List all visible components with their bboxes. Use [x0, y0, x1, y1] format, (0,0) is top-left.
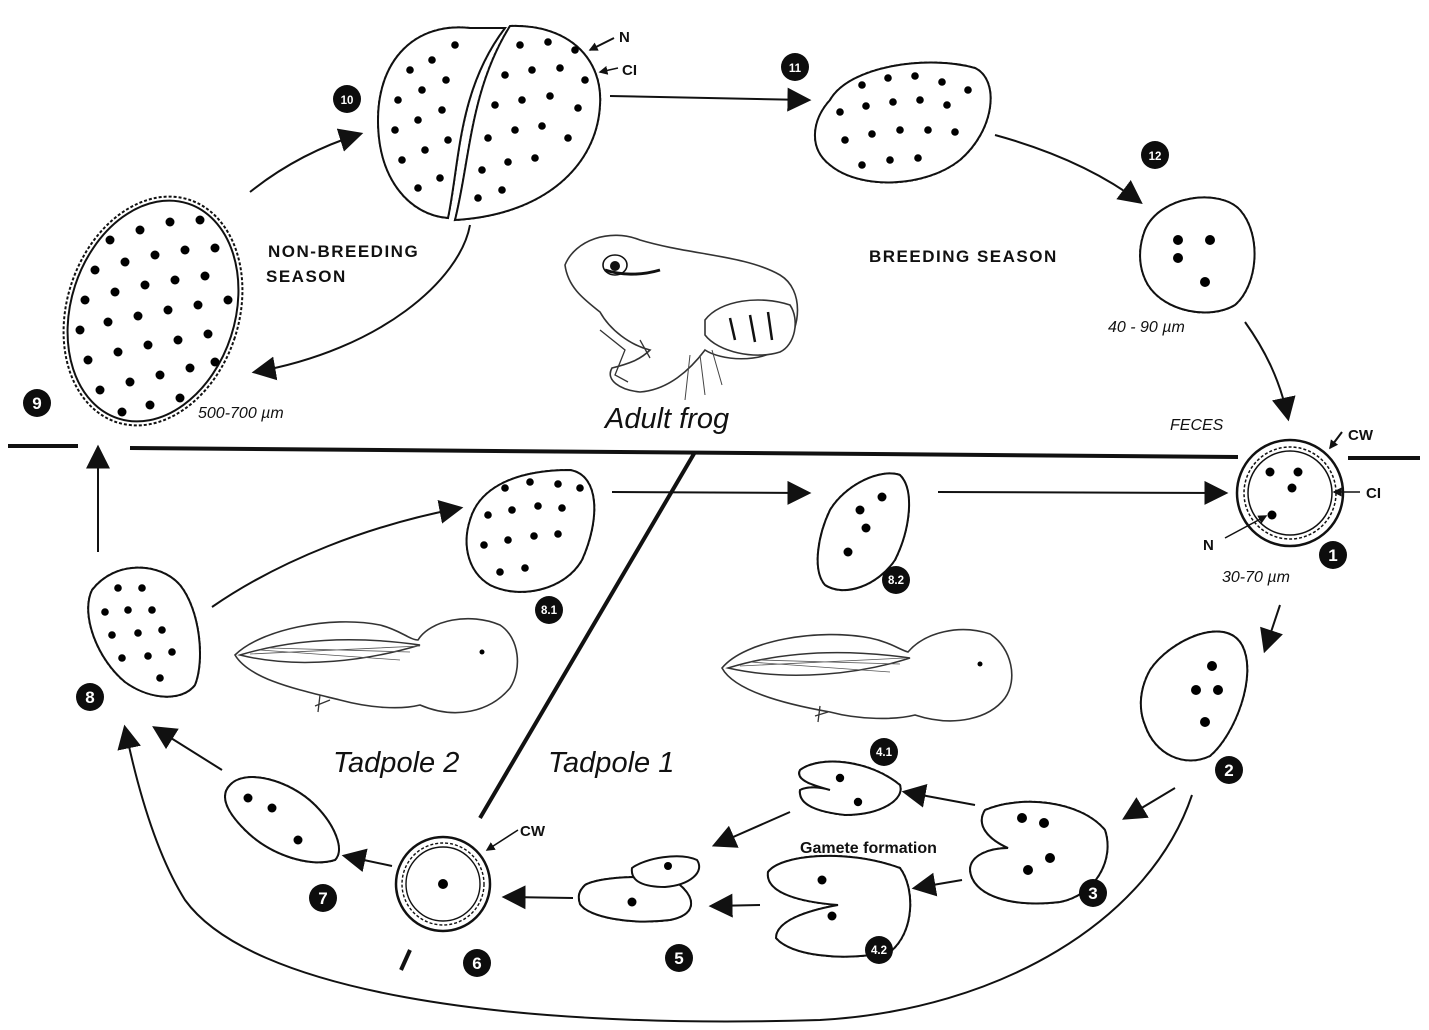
svg-text:8.1: 8.1: [541, 605, 558, 617]
badge-7: 7: [309, 884, 337, 912]
ci-label-top: CI: [622, 62, 637, 79]
arrow-3-to-4-1: [905, 792, 975, 805]
arrow-8-2-to-1: [938, 492, 1225, 493]
svg-text:9: 9: [32, 394, 41, 413]
svg-text:4.2: 4.2: [871, 945, 887, 957]
gametes-stage-5: [579, 856, 699, 921]
dividing-cell-stage-10: [378, 26, 618, 220]
svg-text:10: 10: [341, 95, 354, 107]
arrow-11-to-12: [995, 135, 1140, 202]
cell-stage-8: [88, 568, 200, 697]
zygocyst-stage-6: [396, 830, 518, 931]
badge-8: 8: [76, 683, 104, 711]
cell-stage-2: [1141, 631, 1247, 760]
arrow-1-to-2: [1265, 605, 1280, 650]
cyst-stage-1: [1225, 432, 1360, 546]
ci-pointer: [600, 68, 618, 72]
arrow-5-to-6: [505, 897, 573, 898]
svg-text:3: 3: [1088, 884, 1097, 903]
badge-4-1: 4.1: [870, 738, 898, 766]
arrow-8-1-to-8-2: [612, 492, 808, 493]
tadpole-1-illustration: [722, 630, 1012, 722]
feces-label: FECES: [1170, 417, 1224, 434]
cell-stage-8-1: [467, 470, 595, 592]
cw-label-stage-6: CW: [520, 823, 546, 840]
non-breeding-label-line1: NON-BREEDING: [268, 242, 419, 261]
n-pointer: [590, 38, 614, 50]
ci-label-cyst: CI: [1366, 485, 1381, 502]
size-label-cyst: 30-70 µm: [1222, 569, 1290, 586]
gamont-stage-4-1: [799, 762, 901, 815]
tadpole-2-label: Tadpole 2: [333, 747, 459, 779]
cell-stage-7: [225, 777, 339, 862]
badge-11: 11: [781, 53, 809, 81]
badge-5: 5: [665, 944, 693, 972]
size-label-mid: 40 - 90 µm: [1108, 319, 1185, 336]
badge-3: 3: [1079, 879, 1107, 907]
tadpole-2-illustration: [235, 619, 517, 713]
cycle-arrows: [98, 96, 1288, 1022]
badge-6: 6: [463, 949, 491, 977]
arrow-4-2-to-5: [712, 905, 760, 906]
cw-label-cyst: CW: [1348, 427, 1374, 444]
gamete-formation-label: Gamete formation: [800, 840, 937, 857]
svg-text:7: 7: [318, 889, 327, 908]
arrow-8-to-8-1: [212, 508, 460, 607]
stage-badges: 1 2 3 4.1 4.2 5 6 7 8 8.1 8.2 9 10 11 12: [23, 53, 1347, 977]
badge-2: 2: [1215, 756, 1243, 784]
arrow-10-to-11: [610, 96, 808, 100]
cw-pointer: [1330, 432, 1342, 448]
n-label-top: N: [619, 29, 630, 46]
trophont-stage-11: [815, 63, 991, 183]
svg-text:4.1: 4.1: [876, 747, 893, 759]
badge-8-2: 8.2: [882, 566, 910, 594]
badge-12: 12: [1141, 141, 1169, 169]
adult-frog-label: Adult frog: [603, 403, 729, 435]
badge-1: 1: [1319, 541, 1347, 569]
arrow-12-to-1: [1245, 322, 1288, 418]
badge-9: 9: [23, 389, 51, 417]
breeding-season-label: BREEDING SEASON: [869, 247, 1058, 266]
svg-text:8: 8: [85, 688, 94, 707]
svg-text:2: 2: [1224, 761, 1233, 780]
svg-text:12: 12: [1149, 151, 1162, 163]
adult-frog-illustration: [565, 235, 798, 400]
tadpole-1-label: Tadpole 1: [548, 747, 674, 779]
cw6-pointer: [487, 830, 518, 850]
arrow-3-to-4-2: [915, 880, 962, 888]
non-breeding-label-line2: SEASON: [266, 267, 347, 286]
arrow-6-to-7: [345, 856, 392, 866]
svg-text:6: 6: [472, 954, 481, 973]
svg-text:5: 5: [674, 949, 683, 968]
badge-8-1: 8.1: [535, 596, 563, 624]
arrow-7-to-8: [155, 728, 222, 770]
n-label-cyst: N: [1203, 537, 1214, 554]
badge-4-2: 4.2: [865, 936, 893, 964]
arrow-4-1-to-5: [715, 812, 790, 845]
svg-text:11: 11: [789, 63, 802, 75]
size-label-large: 500-700 µm: [198, 405, 284, 422]
arrow-2-to-3: [1125, 788, 1175, 818]
svg-text:1: 1: [1328, 546, 1337, 565]
badge-10: 10: [333, 85, 361, 113]
svg-text:8.2: 8.2: [888, 575, 904, 587]
arrow-9-to-10: [250, 134, 360, 192]
trophont-stage-12: [1140, 197, 1254, 312]
